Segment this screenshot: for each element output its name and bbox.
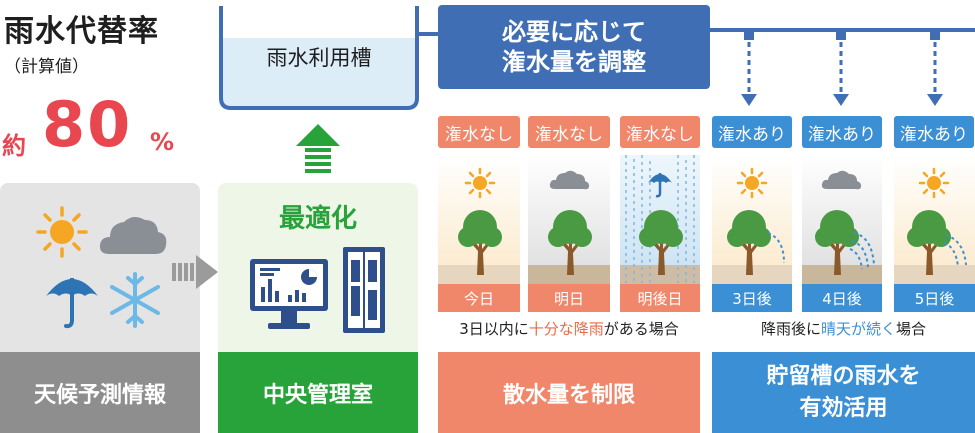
sun-icon <box>918 167 950 199</box>
no-watering-pill-3: 潅水なし <box>620 116 700 148</box>
cloud-icon <box>821 170 862 190</box>
adjust-line1: 必要に応じて <box>502 18 646 46</box>
condition-sunny-highlight: 晴天が続く <box>820 320 896 338</box>
optimize-heading: 最適化 <box>278 204 357 234</box>
cloud-icon <box>97 210 169 256</box>
umbrella-icon <box>648 173 672 198</box>
rate-title: 雨水代替率 <box>4 14 159 49</box>
day-label-today: 今日 <box>438 284 520 312</box>
condition-sunny-post: 場合 <box>896 320 927 338</box>
tree-icon <box>907 210 951 275</box>
weather-forecast-label: 天候予測情報 <box>0 352 200 433</box>
day-label-5-days: 5日後 <box>894 284 975 312</box>
water-spray <box>849 232 875 270</box>
utilize-rainwater-label: 貯留槽の雨水を 有効活用 <box>712 352 975 433</box>
adjust-line2: 潅水量を調整 <box>502 48 646 76</box>
sun-icon <box>464 167 496 199</box>
condition-rain-highlight: 十分な降雨 <box>528 320 604 338</box>
rain-lines <box>625 155 695 283</box>
watering-pill-3: 潅水あり <box>894 116 974 148</box>
condition-rain-post: がある場合 <box>603 320 679 338</box>
condition-rain-caption: 3日以内に十分な降雨がある場合 <box>438 318 700 339</box>
central-control-room-label: 中央管理室 <box>218 352 418 433</box>
control-cabinet-icon <box>342 246 386 334</box>
distribution-pipe <box>708 20 975 112</box>
scene-today <box>438 155 520 285</box>
rate-approx: 約 <box>2 132 26 160</box>
day-label-day-after: 明後日 <box>620 284 700 312</box>
arrow-right-icon <box>172 255 218 289</box>
condition-sunny-caption: 降雨後に晴天が続く場合 <box>712 318 975 339</box>
rate-subtitle: （計算値） <box>4 57 89 77</box>
arrow-up-icon <box>296 124 340 176</box>
tree-icon <box>727 210 771 275</box>
water-spray <box>943 234 967 268</box>
scene-tomorrow <box>528 155 610 285</box>
scene-5-days-later <box>894 155 975 285</box>
condition-rain-pre: 3日以内に <box>459 320 529 338</box>
rate-value: 80 <box>42 88 133 161</box>
umbrella-icon <box>44 270 100 330</box>
watering-pill-1: 潅水あり <box>712 116 792 148</box>
condition-sunny-pre: 降雨後に <box>760 320 821 338</box>
no-watering-pill-1: 潅水なし <box>438 116 520 148</box>
watering-pill-2: 潅水あり <box>802 116 882 148</box>
no-watering-pill-2: 潅水なし <box>528 116 610 148</box>
utilize-line1: 貯留槽の雨水を <box>766 363 921 389</box>
scene-4-days-later <box>802 155 882 285</box>
adjust-header: 必要に応じて 潅水量を調整 <box>438 5 710 89</box>
scene-day-after-tomorrow <box>620 155 700 285</box>
day-label-3-days: 3日後 <box>712 284 792 312</box>
sun-icon <box>736 167 768 199</box>
restrict-watering-label: 散水量を制限 <box>438 352 700 433</box>
tree-icon <box>548 210 592 275</box>
sun-icon <box>36 206 88 258</box>
tree-icon <box>458 210 502 275</box>
water-spray <box>767 232 785 264</box>
tank-label: 雨水利用槽 <box>266 46 372 70</box>
snowflake-icon <box>107 270 163 330</box>
tree-icon <box>639 210 683 275</box>
utilize-line2: 有効活用 <box>799 395 888 421</box>
cloud-icon <box>549 170 590 190</box>
day-label-tomorrow: 明日 <box>528 284 610 312</box>
rate-unit: % <box>150 128 175 156</box>
day-label-4-days: 4日後 <box>802 284 882 312</box>
scene-3-days-later <box>712 155 792 285</box>
monitor-chart-icon <box>248 257 330 333</box>
